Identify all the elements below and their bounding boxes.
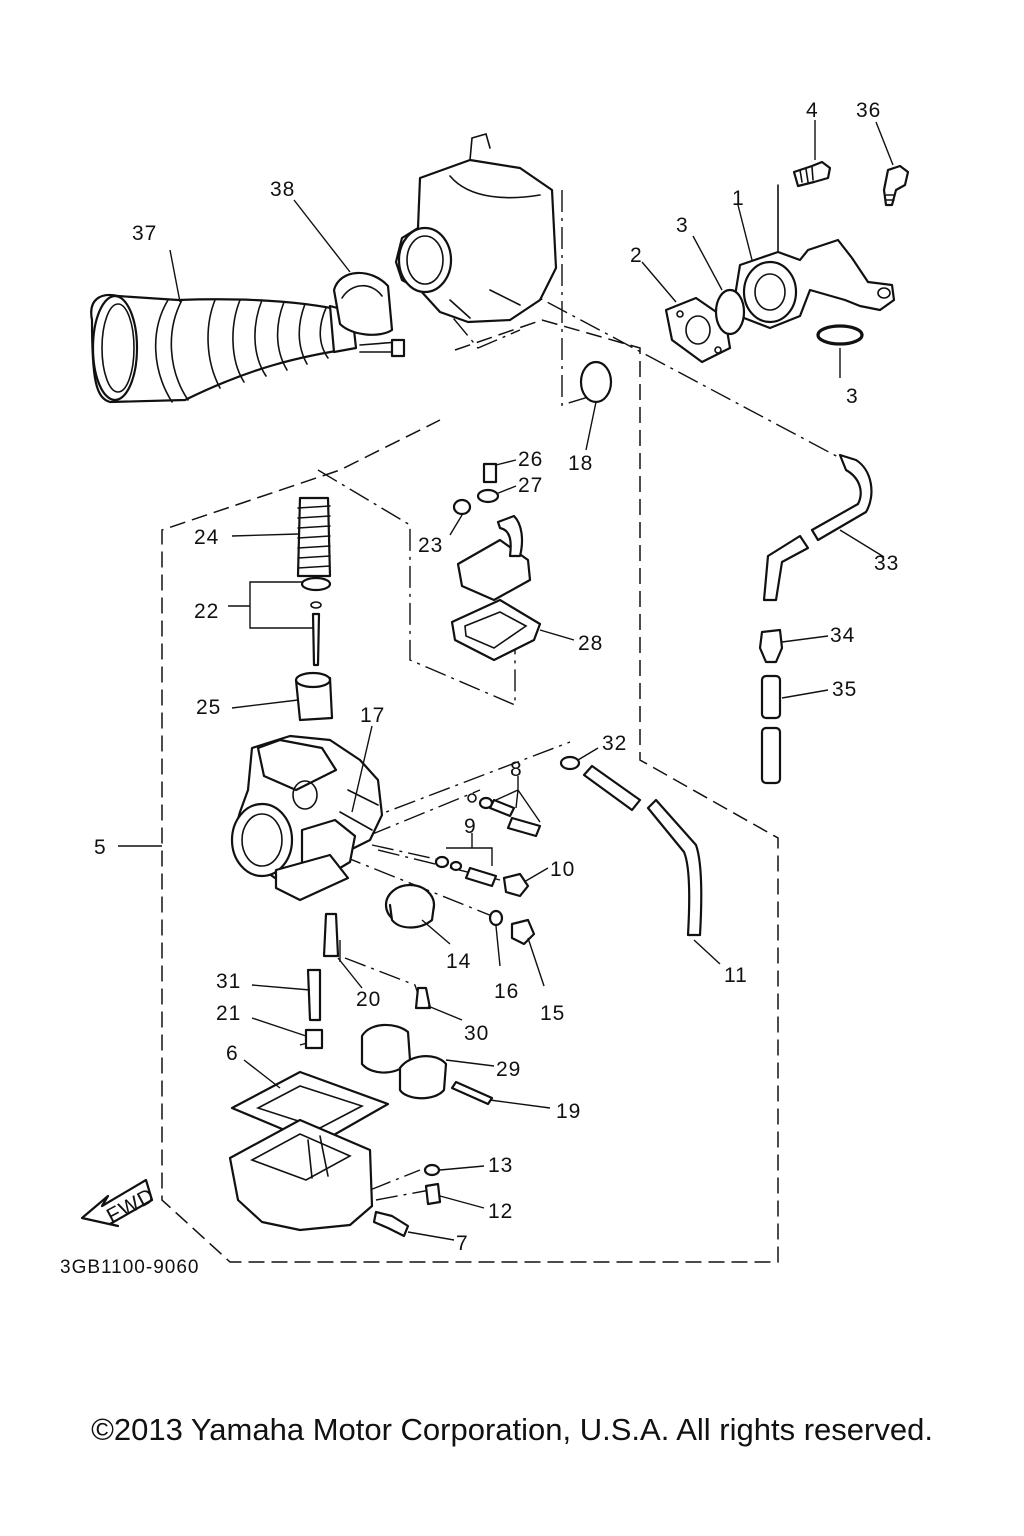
- needle-jet-part-30: [414, 986, 432, 1010]
- fwd-arrow-icon: FWD: [80, 1178, 159, 1228]
- callout-7: 7: [456, 1232, 469, 1255]
- callout-32: 32: [602, 732, 627, 755]
- air-box-housing: [394, 133, 558, 324]
- drain-screw-part-7: [372, 1210, 410, 1238]
- callout-28: 28: [578, 632, 603, 655]
- callout-36: 36: [856, 99, 881, 122]
- bolt-part-4: [792, 160, 832, 188]
- hose-part-33: [762, 453, 873, 602]
- air-duct-part-37: [90, 293, 406, 404]
- callout-14: 14: [446, 950, 471, 973]
- callout-3-lower: 3: [846, 385, 859, 408]
- screw-part-12: [424, 1182, 442, 1206]
- screws-part-8: [467, 793, 542, 838]
- callout-10: 10: [550, 858, 575, 881]
- callout-9: 9: [464, 815, 477, 838]
- leader-lines: [118, 120, 894, 1241]
- clip-part-32: [559, 755, 581, 771]
- carburetor-body-part-5: [230, 734, 384, 902]
- manifold-part-1: [733, 184, 896, 330]
- callout-18: 18: [568, 452, 593, 475]
- callout-1: 1: [732, 187, 745, 210]
- callout-33: 33: [874, 552, 899, 575]
- retainer-part-22: [300, 576, 332, 592]
- hose-part-11: [582, 764, 703, 937]
- callout-16: 16: [494, 980, 519, 1003]
- alignment-line-hose: [514, 284, 841, 459]
- alignment-line-intake: [429, 289, 521, 349]
- tube-part-35: [760, 674, 782, 720]
- callout-20: 20: [356, 988, 381, 1011]
- callout-23: 23: [418, 534, 443, 557]
- copyright-notice: ©2013 Yamaha Motor Corporation, U.S.A. A…: [91, 1412, 933, 1447]
- callout-8: 8: [510, 758, 523, 781]
- cap-part-14: [384, 883, 436, 929]
- callout-38: 38: [270, 178, 295, 201]
- callout-25: 25: [196, 696, 221, 719]
- alignment-line-pilot: [359, 741, 571, 823]
- callout-37: 37: [132, 222, 157, 245]
- jet-part-20: [322, 912, 340, 958]
- callout-6: 6: [226, 1042, 239, 1065]
- callout-21: 21: [216, 1002, 241, 1025]
- float-bowl: [228, 1118, 374, 1232]
- alignment-line-bowl: [369, 1169, 431, 1201]
- clip-part-22: [310, 601, 322, 609]
- washer-part-16: [488, 909, 504, 927]
- gasket-plate-part-2: [664, 296, 732, 364]
- callout-31: 31: [216, 970, 241, 993]
- jet-part-31: [306, 968, 322, 1022]
- needle-part-22: [311, 612, 321, 667]
- cover-assembly-part-23-28: [450, 462, 542, 662]
- gasket-part-18: [579, 360, 613, 404]
- clamp-part-38: [332, 271, 394, 336]
- callout-27: 27: [518, 474, 543, 497]
- bolt-part-36: [882, 164, 910, 207]
- callout-2: 2: [630, 244, 643, 267]
- callout-24: 24: [194, 526, 219, 549]
- callout-5: 5: [94, 836, 107, 859]
- callout-29: 29: [496, 1058, 521, 1081]
- o-ring-part-3-lower: [816, 324, 864, 346]
- throttle-valve-part-25: [294, 671, 334, 722]
- plug-part-10: [502, 872, 530, 898]
- callout-11: 11: [724, 964, 748, 987]
- assembly-boundary: [161, 319, 779, 1263]
- washer-part-13: [423, 1163, 441, 1177]
- alignment-line-needle: [317, 469, 516, 707]
- callout-17: 17: [360, 704, 385, 727]
- callout-15: 15: [540, 1002, 565, 1025]
- callout-12: 12: [488, 1200, 513, 1223]
- callout-34: 34: [830, 624, 855, 647]
- callout-22: 22: [194, 600, 219, 623]
- alignment-line-gasket: [561, 190, 596, 406]
- callout-4: 4: [806, 99, 819, 122]
- callout-13: 13: [488, 1154, 513, 1177]
- fitting-part-34: [758, 628, 784, 664]
- callout-26: 26: [518, 448, 543, 471]
- callout-19: 19: [556, 1100, 581, 1123]
- screw-part-15: [510, 918, 536, 946]
- callout-3-upper: 3: [676, 214, 689, 237]
- spring-part-24: [296, 496, 332, 578]
- float-part-29: [360, 1023, 448, 1100]
- jet-part-21: [304, 1028, 324, 1050]
- tube-lower: [760, 726, 782, 785]
- drawing-code: 3GB1100-9060: [60, 1257, 199, 1278]
- pin-part-19: [450, 1080, 494, 1106]
- screws-part-9: [434, 855, 498, 888]
- o-ring-part-3-upper: [714, 288, 746, 336]
- callout-35: 35: [832, 678, 857, 701]
- callout-30: 30: [464, 1022, 489, 1045]
